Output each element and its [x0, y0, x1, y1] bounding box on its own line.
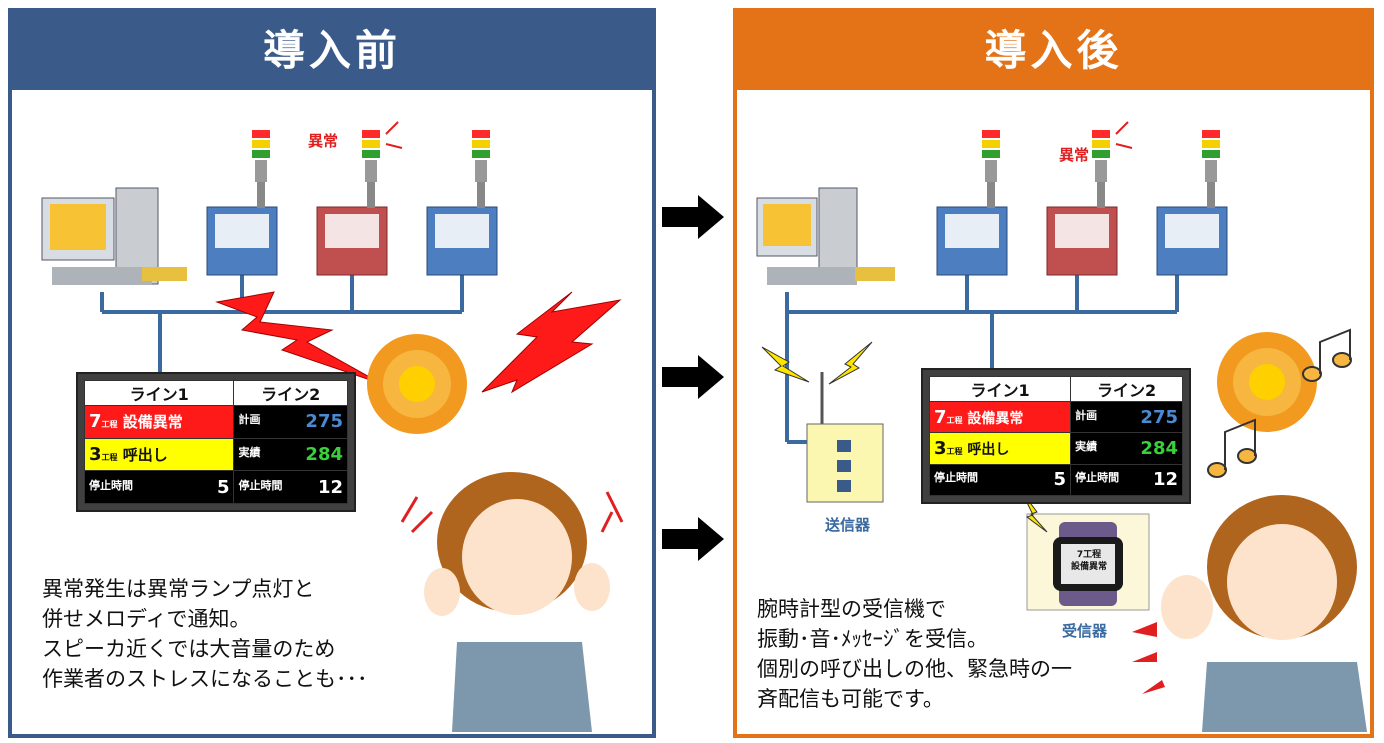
- abnormal-label: 異常: [308, 132, 339, 150]
- signal-tower-icon: [252, 130, 270, 208]
- machine-abnormal-icon: [316, 206, 388, 276]
- stressed-worker-icon: [400, 472, 624, 732]
- computer-icon: [756, 187, 895, 285]
- board-line1-header: ライン1: [928, 376, 1072, 402]
- andon-board: ライン1 ライン2 7工程 設備異常 計画 275 3工程 呼出し 実績 284…: [76, 372, 356, 512]
- signal-tower-icon: [982, 130, 1000, 208]
- before-illustration: [41, 121, 624, 732]
- abnormal-label: 異常: [1059, 146, 1090, 164]
- board-line2-header: ライン2: [1070, 376, 1183, 402]
- board-stop-time-2: 停止時間 12: [233, 470, 348, 504]
- wristwatch-receiver-icon: [1021, 491, 1150, 611]
- board-stop-time-2: 停止時間 12: [1070, 463, 1183, 497]
- after-panel: 導入後: [733, 8, 1374, 738]
- board-row-call: 3工程 呼出し: [83, 437, 235, 472]
- machine-icon: [1156, 206, 1228, 276]
- after-illustration: [756, 121, 1367, 732]
- machine-abnormal-icon: [1046, 206, 1118, 276]
- after-description: 腕時計型の受信機で 振動･音･ﾒｯｾｰｼﾞを受信。 個別の呼び出しの他、緊急時の…: [757, 597, 1072, 711]
- music-note-icon: [1207, 328, 1352, 478]
- andon-board: ライン1 ライン2 7工程 設備異常 計画 275 3工程 呼出し 実績 284…: [921, 368, 1191, 504]
- speaker-icon: [367, 334, 467, 434]
- arrow-right-icon: [662, 195, 724, 239]
- lightning-icon: [215, 291, 383, 385]
- signal-tower-abnormal-icon: [362, 121, 403, 208]
- signal-tower-icon: [472, 130, 490, 208]
- signal-tower-abnormal-icon: [1092, 121, 1133, 208]
- before-title: 導入前: [12, 12, 652, 90]
- board-row-equipment: 7工程 設備異常: [928, 400, 1072, 434]
- lightning-icon: [481, 291, 622, 394]
- transmitter-icon: [761, 341, 884, 503]
- before-description: 異常発生は異常ランプ点灯と 併せメロディで通知。 スピーカ近くでは大音量のため …: [42, 577, 368, 691]
- board-plan: 計画 275: [233, 405, 348, 439]
- board-stop-time-1: 停止時間 5: [83, 470, 235, 504]
- arrow-right-icon: [662, 355, 724, 399]
- board-plan: 計画 275: [1070, 400, 1183, 434]
- board-row-call: 3工程 呼出し: [928, 432, 1072, 465]
- board-stop-time-1: 停止時間 5: [928, 463, 1072, 497]
- signal-tower-icon: [1202, 130, 1220, 208]
- machine-icon: [936, 206, 1008, 276]
- before-panel: 導入前: [8, 8, 656, 738]
- board-actual: 実績 284: [233, 437, 348, 472]
- speaker-icon: [1217, 332, 1317, 432]
- watch-message: 7工程 設備異常: [1070, 550, 1107, 572]
- machine-icon: [426, 206, 498, 276]
- machine-icon: [206, 206, 278, 276]
- arrow-right-icon: [662, 517, 724, 561]
- happy-worker-icon: [1132, 495, 1367, 732]
- board-line2-header: ライン2: [233, 380, 348, 406]
- computer-icon: [41, 187, 187, 285]
- after-title: 導入後: [737, 12, 1370, 90]
- board-actual: 実績 284: [1070, 432, 1183, 465]
- board-line1-header: ライン1: [83, 380, 235, 406]
- transmitter-label: 送信器: [825, 516, 871, 534]
- receiver-label: 受信器: [1062, 622, 1108, 640]
- board-row-equipment: 7工程 設備異常: [83, 405, 235, 439]
